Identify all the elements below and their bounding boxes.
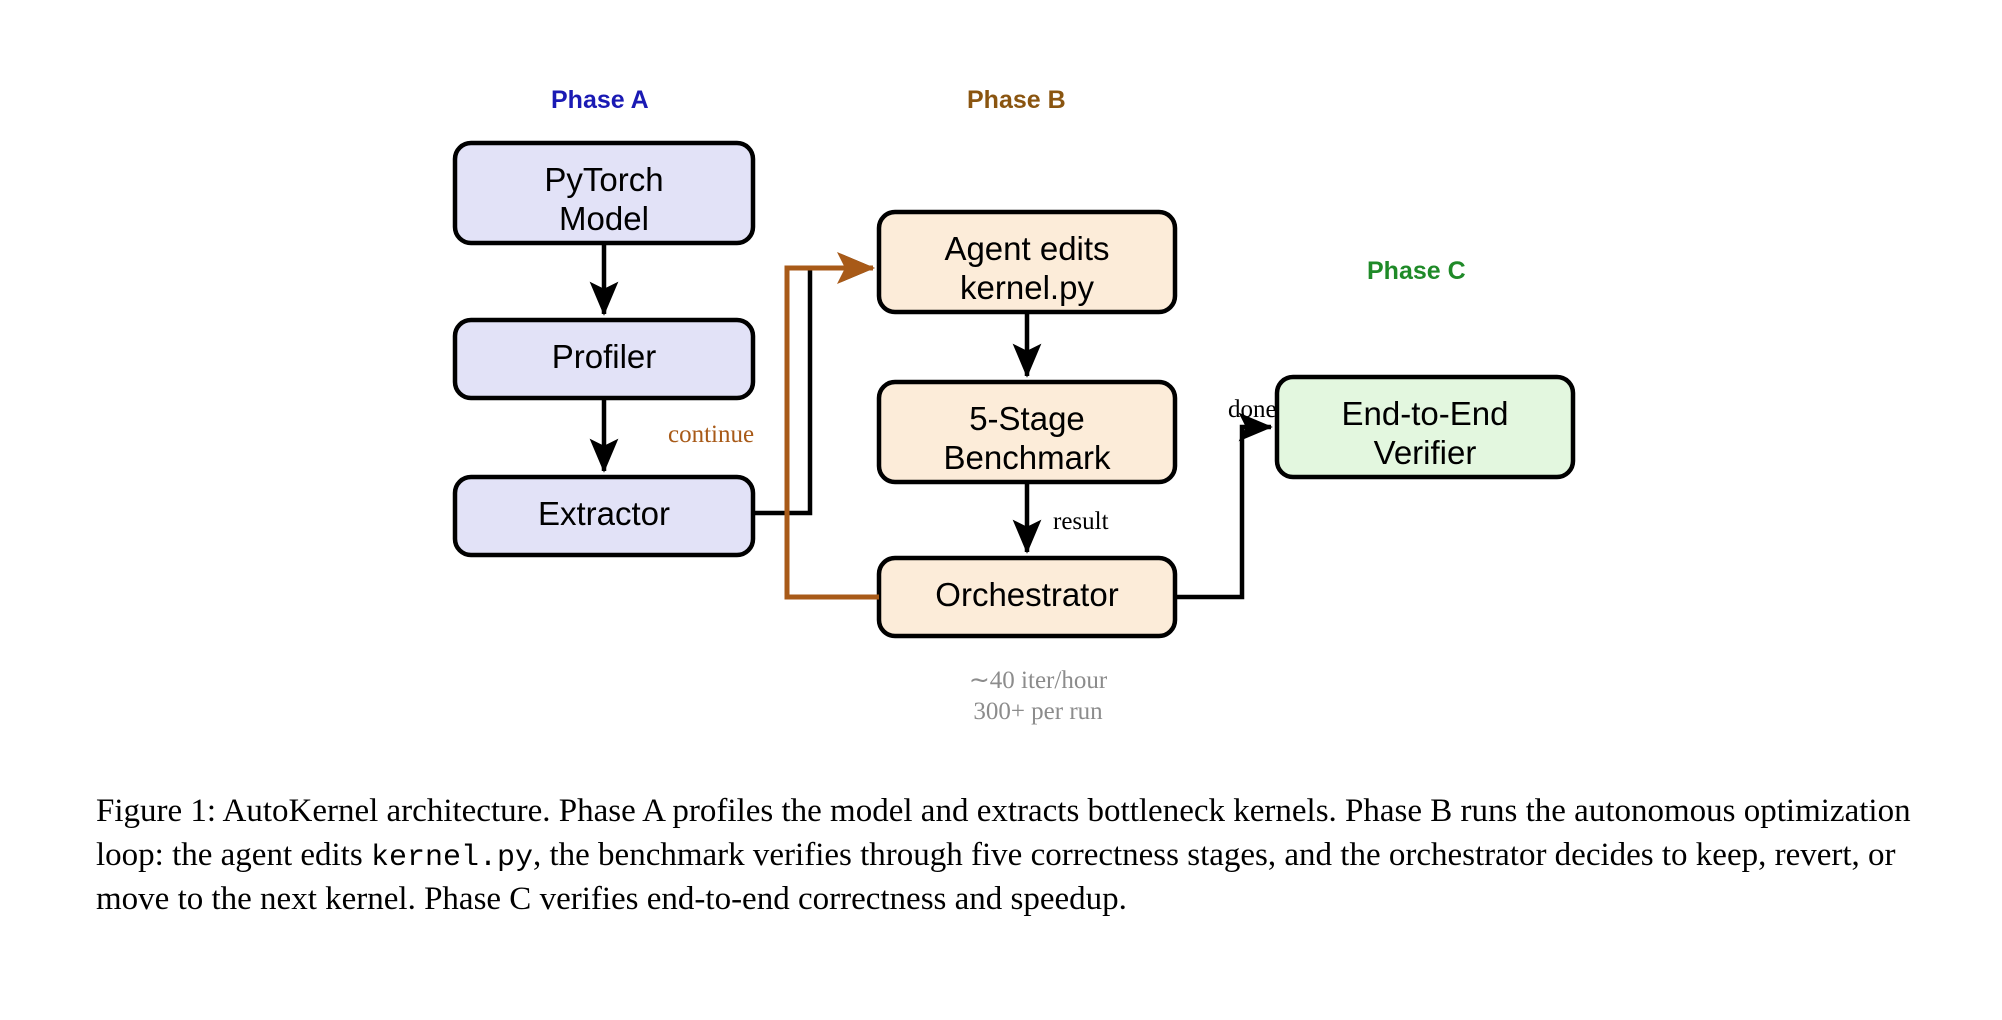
- node-benchmark: [876, 379, 1178, 485]
- caption-suffix: , the benchmark verifies through five co…: [96, 836, 1896, 918]
- node-verifier: [1274, 374, 1576, 480]
- diagram-canvas: [452, 140, 1576, 639]
- edge-label-done: done: [1228, 396, 1277, 423]
- node-pytorch-model: [452, 140, 756, 246]
- phase-label-c: Phase C: [1367, 257, 1466, 285]
- node-orchestrator: [876, 555, 1178, 639]
- edge-label-result: result: [1053, 508, 1109, 535]
- caption-code-kernel-py: kernel.py: [370, 840, 533, 875]
- node-agent-edits: [876, 209, 1178, 315]
- annotation-throughput: ∼40 iter/hour 300+ per run: [968, 667, 1108, 725]
- edge-extractor-to-agent: [753, 253, 875, 516]
- node-extractor: [452, 474, 756, 558]
- phase-label-b: Phase B: [967, 86, 1066, 114]
- edge-orchestrator-to-verifier: [1175, 412, 1273, 600]
- edge-orchestrator-to-agent: [784, 251, 879, 600]
- phase-label-a: Phase A: [551, 86, 649, 114]
- figure-caption: Figure 1: AutoKernel architecture. Phase…: [96, 790, 1948, 922]
- node-profiler: [452, 317, 756, 401]
- caption-prefix: Figure 1: AutoKernel architecture. Phase…: [96, 793, 1911, 873]
- edge-label-continue: continue: [668, 421, 755, 448]
